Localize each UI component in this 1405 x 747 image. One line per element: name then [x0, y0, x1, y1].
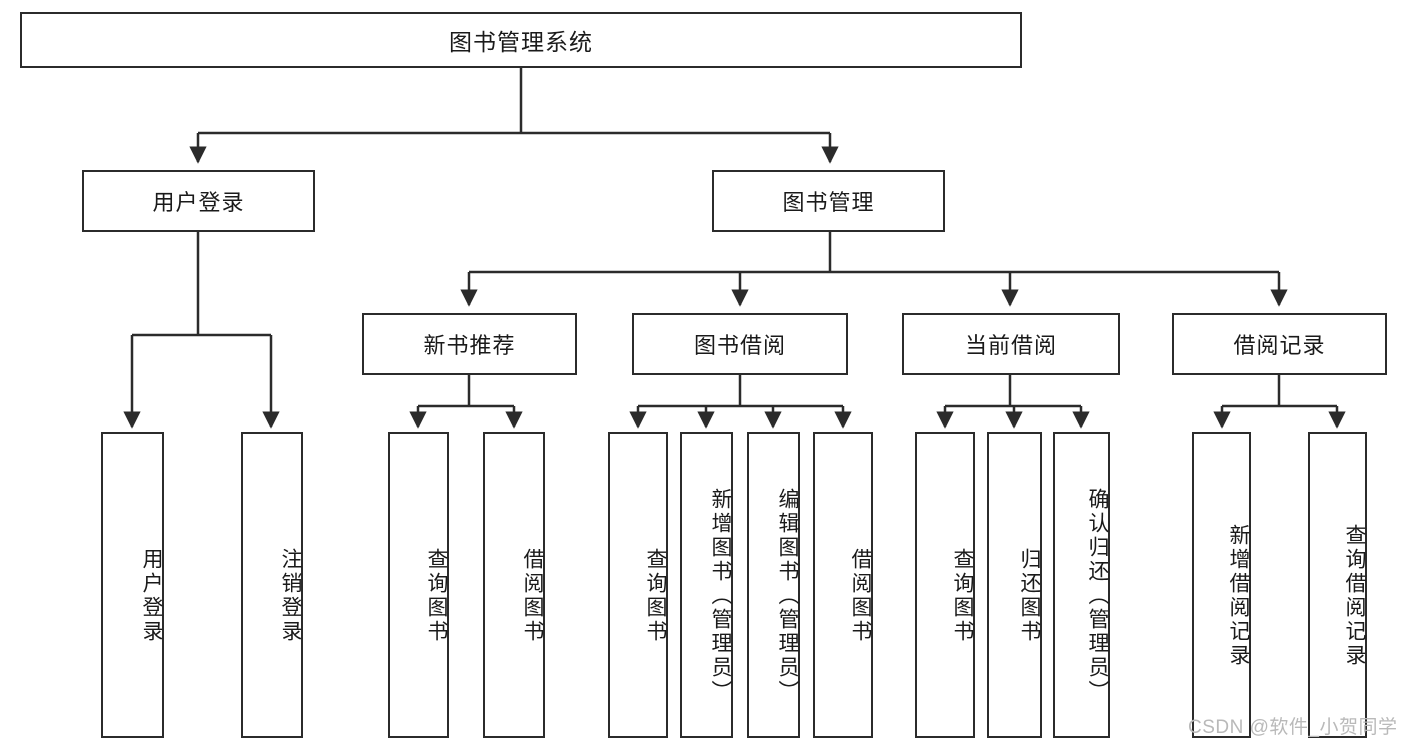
node-label: 注销登录	[279, 548, 302, 644]
node-label: 编辑图书（管理员）	[776, 488, 799, 704]
node-label: 借阅图书	[849, 548, 872, 644]
node-label: 新增图书（管理员）	[709, 488, 732, 704]
node-label: 新书推荐	[423, 333, 516, 358]
leaf-recommend-borrow-book[interactable]: 借阅图书	[483, 432, 545, 738]
leaf-current-confirm-return-admin[interactable]: 确认归还（管理员）	[1053, 432, 1110, 738]
node-label: 图书管理	[782, 190, 875, 215]
leaf-current-return-book[interactable]: 归还图书	[987, 432, 1042, 738]
node-label: 查询图书	[425, 548, 448, 644]
node-label: 借阅记录	[1233, 333, 1326, 358]
leaf-user-login-logout[interactable]: 注销登录	[241, 432, 303, 738]
node-label: 图书借阅	[693, 333, 786, 358]
watermark-text: CSDN @软件_小贺同学	[1188, 717, 1398, 738]
leaf-recommend-query-book[interactable]: 查询图书	[388, 432, 449, 738]
node-label: 用户登录	[140, 548, 163, 644]
node-label: 确认归还（管理员）	[1086, 488, 1109, 704]
leaf-borrow-add-book-admin[interactable]: 新增图书（管理员）	[680, 432, 733, 738]
leaf-record-add-record[interactable]: 新增借阅记录	[1192, 432, 1251, 738]
node-current-borrow[interactable]: 当前借阅	[902, 313, 1120, 375]
node-label: 查询图书	[644, 548, 667, 644]
leaf-borrow-edit-book-admin[interactable]: 编辑图书（管理员）	[747, 432, 800, 738]
node-book-borrow[interactable]: 图书借阅	[632, 313, 848, 375]
node-label: 用户登录	[152, 190, 245, 215]
node-new-book-recommend[interactable]: 新书推荐	[362, 313, 577, 375]
node-label: 新增借阅记录	[1227, 524, 1250, 668]
leaf-current-query-book[interactable]: 查询图书	[915, 432, 975, 738]
node-user-login[interactable]: 用户登录	[82, 170, 315, 232]
node-label: 查询图书	[951, 548, 974, 644]
leaf-record-query-record[interactable]: 查询借阅记录	[1308, 432, 1367, 738]
node-book-management[interactable]: 图书管理	[712, 170, 945, 232]
node-label: 借阅图书	[521, 548, 544, 644]
node-label: 归还图书	[1018, 548, 1041, 644]
node-label: 查询借阅记录	[1343, 524, 1366, 668]
leaf-user-login-login[interactable]: 用户登录	[101, 432, 164, 738]
leaf-borrow-query-book[interactable]: 查询图书	[608, 432, 668, 738]
node-label: 当前借阅	[964, 333, 1057, 358]
node-label: 图书管理系统	[449, 29, 593, 55]
leaf-borrow-borrow-book[interactable]: 借阅图书	[813, 432, 873, 738]
node-root-system[interactable]: 图书管理系统	[20, 12, 1022, 68]
node-borrow-record[interactable]: 借阅记录	[1172, 313, 1387, 375]
